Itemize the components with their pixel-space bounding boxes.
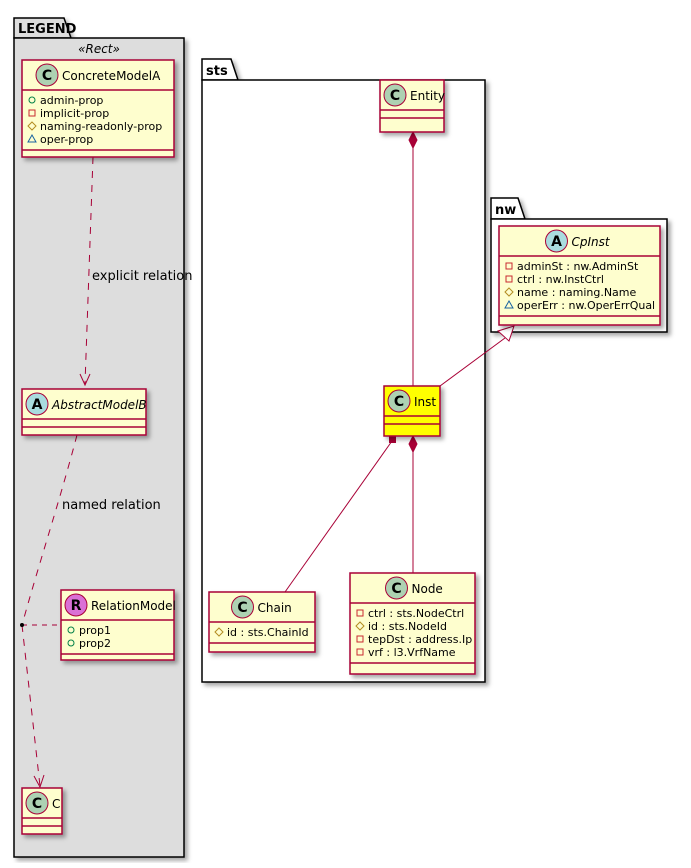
private-visibility-icon (505, 262, 513, 270)
class-type-icon (383, 83, 407, 107)
class-type-icon (545, 229, 568, 253)
package-sts-name: sts (206, 64, 228, 79)
class-attribute: adminSt : nw.AdminSt (517, 260, 639, 273)
class-abstractB[interactable]: A AbstractModelB (21, 388, 147, 436)
protected-visibility-icon (27, 121, 37, 131)
class-name: RelationModel (91, 599, 176, 613)
class-name: Entity (410, 89, 445, 103)
class-type-letter: C (390, 88, 400, 104)
class-inst[interactable]: C Inst (383, 385, 441, 437)
class-attribute: implicit-prop (40, 107, 109, 120)
class-name: CpInst (572, 235, 611, 249)
class-name: ConcreteModelA (62, 69, 161, 83)
class-type-icon (385, 576, 408, 600)
class-attribute: id : sts.NodeId (368, 620, 447, 633)
class-type-icon (231, 595, 254, 619)
package-legend-stereotype: «Rect» (78, 42, 120, 56)
private-visibility-icon (505, 275, 513, 283)
protected-visibility-icon (504, 287, 514, 297)
class-type-icon (64, 593, 88, 617)
class-name: Node (412, 582, 443, 596)
class-attribute: ctrl : nw.InstCtrl (517, 273, 604, 286)
package-legend-name: LEGEND (18, 22, 77, 37)
public-visibility-icon (28, 96, 36, 104)
class-type-letter: C (237, 600, 247, 616)
package-visibility-icon (504, 299, 514, 309)
class-name: Chain (258, 601, 292, 615)
relation-entity-inst (408, 130, 418, 386)
private-visibility-icon (356, 635, 364, 643)
class-entity[interactable]: C Entity (379, 79, 445, 133)
class-type-letter: C (42, 68, 52, 84)
relation-explicit (79, 156, 94, 387)
class-name: AbstractModelB (51, 398, 147, 412)
association-point (20, 623, 24, 627)
class-name: C (52, 797, 60, 811)
class-attribute: prop1 (79, 624, 111, 637)
class-type-letter: C (394, 394, 404, 410)
class-attribute: prop2 (79, 637, 111, 650)
protected-visibility-icon (355, 621, 365, 631)
class-type-icon (387, 389, 411, 413)
class-type-icon (35, 63, 59, 87)
class-attribute: tepDst : address.Ip (368, 633, 472, 646)
class-attribute: ctrl : sts.NodeCtrl (368, 607, 464, 620)
class-attribute: id : sts.ChainId (227, 626, 309, 639)
class-type-letter: A (551, 234, 562, 250)
relation-named (20, 434, 78, 789)
protected-visibility-icon (214, 627, 224, 637)
package-legend: LEGEND «Rect» (13, 17, 185, 858)
class-name: Inst (414, 395, 436, 409)
class-attribute: admin-prop (40, 94, 103, 107)
class-type-icon (25, 392, 49, 416)
relation-inst-node (408, 434, 418, 573)
private-visibility-icon (356, 648, 364, 656)
public-visibility-icon (67, 626, 75, 634)
class-attribute: oper-prop (40, 133, 93, 146)
class-type-icon (25, 791, 49, 815)
relation-explicit-label: explicit relation (92, 269, 192, 284)
class-type-letter: C (32, 796, 42, 812)
package-visibility-icon (27, 133, 37, 143)
package-nw-name: nw (495, 203, 516, 218)
class-attribute: vrf : l3.VrfName (368, 646, 456, 659)
relation-named-label: named relation (62, 498, 161, 513)
class-type-letter: R (71, 598, 82, 614)
relation-inst-cpinst (439, 325, 515, 387)
private-visibility-icon (356, 609, 364, 617)
class-chain[interactable]: C Chain id : sts.ChainId (208, 591, 316, 653)
private-visibility-icon (28, 109, 36, 117)
class-type-letter: C (391, 581, 401, 597)
class-attribute: name : naming.Name (517, 286, 637, 299)
relation-inst-chain (284, 436, 396, 593)
class-attribute: operErr : nw.OperErrQual (517, 299, 655, 312)
public-visibility-icon (67, 639, 75, 647)
class-type-letter: A (32, 397, 43, 413)
class-concreteA[interactable]: C ConcreteModelA admin-propimplicit-propna… (21, 59, 175, 158)
class-attribute: naming-readonly-prop (40, 120, 162, 133)
